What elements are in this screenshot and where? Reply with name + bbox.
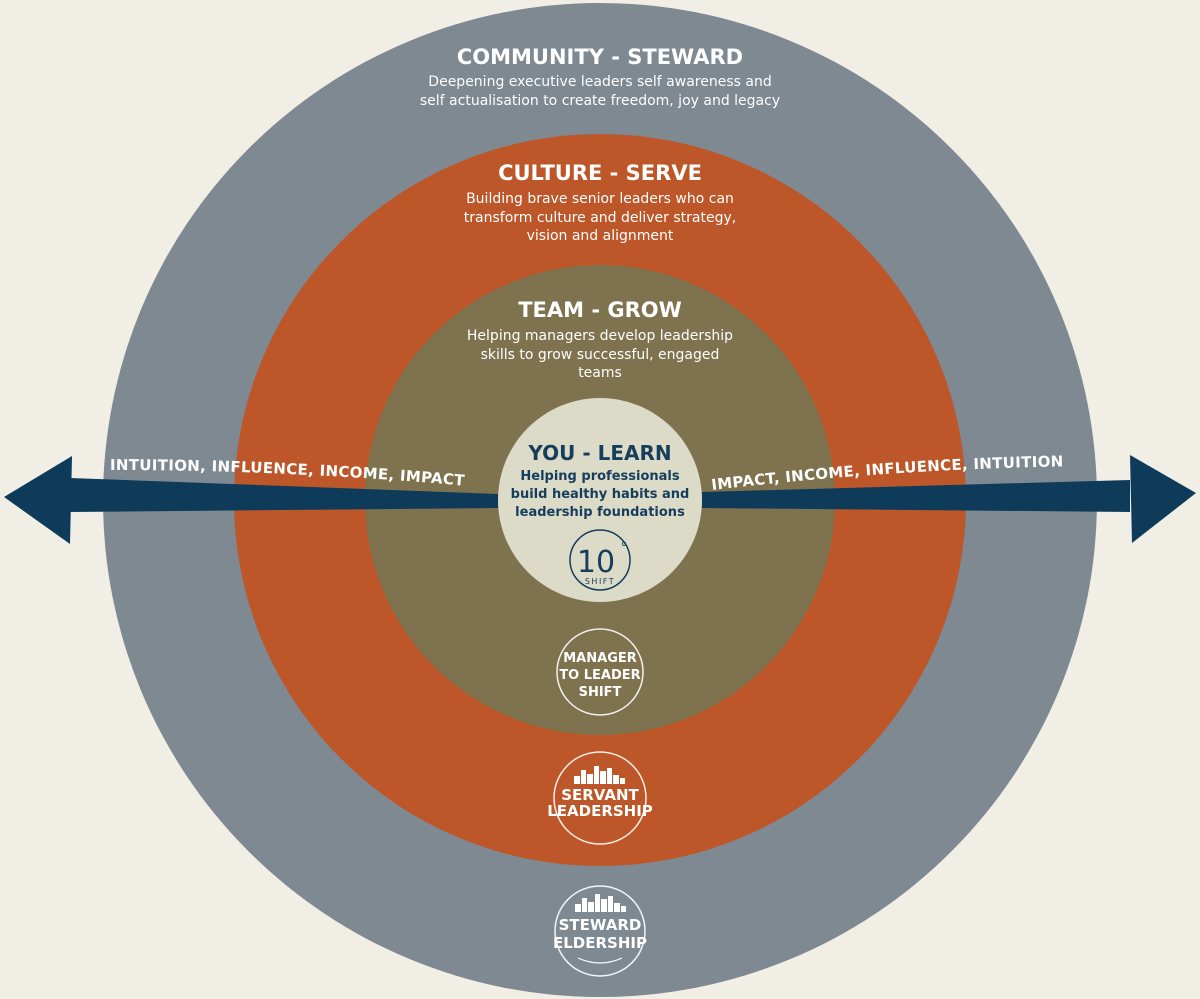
team-title: TEAM - GROW [518, 298, 682, 322]
ten-shift-word: SHIFT [585, 577, 615, 586]
you-title: YOU - LEARN [527, 441, 671, 465]
team-desc-line-1: Helping managers develop leadership [467, 328, 733, 344]
steward-badge-wave-icon [577, 957, 623, 964]
steward-skyline-icon [575, 894, 626, 912]
ten-shift-number: 10 [577, 545, 615, 580]
community-title: COMMUNITY - STEWARD [457, 45, 743, 69]
right-arrowhead-icon [1130, 455, 1196, 543]
steward-badge-line-1: STEWARD [559, 916, 642, 934]
servant-badge-ring-icon [553, 751, 647, 845]
you-desc-line-2: build healthy habits and [511, 487, 690, 502]
ten-shift-degree: ° [621, 540, 628, 556]
team-desc-line-2: skills to grow successful, engaged [481, 347, 720, 363]
servant-badge-line-1: SERVANT [561, 786, 639, 804]
manager-badge-line-3: SHIFT [579, 685, 622, 700]
you-core [498, 398, 702, 602]
manager-badge-ring-icon [556, 628, 644, 716]
servant-badge-line-2: LEADERSHIP [547, 802, 653, 820]
manager-badge-line-1: MANAGER [563, 651, 637, 666]
double-arrow [4, 455, 1196, 544]
steward-badge-line-2: ELDERSHIP [553, 934, 647, 952]
manager-to-leader-badge: MANAGER TO LEADER SHIFT [556, 628, 644, 716]
culture-desc-line-3: vision and alignment [527, 228, 674, 244]
you-desc-line-1: Helping professionals [520, 469, 679, 484]
steward-badge-ring-icon [554, 885, 646, 977]
team-desc-line-3: teams [578, 365, 622, 381]
ten-shift-ring-icon [569, 529, 631, 591]
culture-desc-line-2: transform culture and deliver strategy, [464, 210, 736, 226]
manager-badge-line-2: TO LEADER [559, 668, 640, 683]
culture-desc-line-1: Building brave senior leaders who can [466, 191, 734, 207]
left-arrowhead-icon [4, 456, 72, 544]
servant-leadership-badge: SERVANT LEADERSHIP [547, 751, 653, 845]
community-desc-line-2: self actualisation to create freedom, jo… [420, 93, 780, 109]
you-desc-line-3: leadership foundations [515, 505, 685, 520]
community-desc-line-1: Deepening executive leaders self awarene… [428, 74, 771, 90]
culture-title: CULTURE - SERVE [498, 161, 702, 185]
servant-skyline-icon [574, 766, 625, 784]
steward-eldership-badge: STEWARD ELDERSHIP [553, 885, 647, 977]
ten-degree-shift-badge: 10 ° SHIFT [569, 529, 631, 591]
